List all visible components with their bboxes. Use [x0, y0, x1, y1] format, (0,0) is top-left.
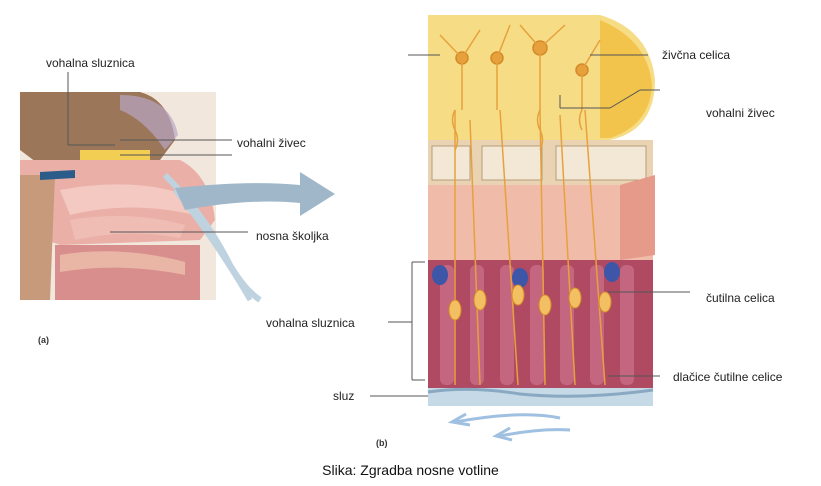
label-vohalna-sluznica-a: vohalna sluznica [46, 56, 135, 70]
label-dlacice: dlačice čutilne celice [673, 370, 782, 384]
figure-caption: Slika: Zgradba nosne votline [0, 462, 821, 478]
panel-label-b: (b) [376, 438, 388, 448]
label-vohalna-sluznica-b: vohalna sluznica [266, 316, 355, 330]
label-vohalni-zivec-b: vohalni živec [706, 106, 775, 120]
panel-label-a: (a) [38, 335, 49, 345]
label-zivcna-celica: živčna celica [662, 48, 730, 62]
head-cross-section [20, 92, 335, 300]
label-vohalni-zivec-a: vohalni živec [237, 136, 306, 150]
label-sluz: sluz [333, 389, 354, 403]
label-nosna-skoljka: nosna školjka [256, 229, 329, 243]
label-cutilna-celica: čutilna celica [706, 291, 775, 305]
